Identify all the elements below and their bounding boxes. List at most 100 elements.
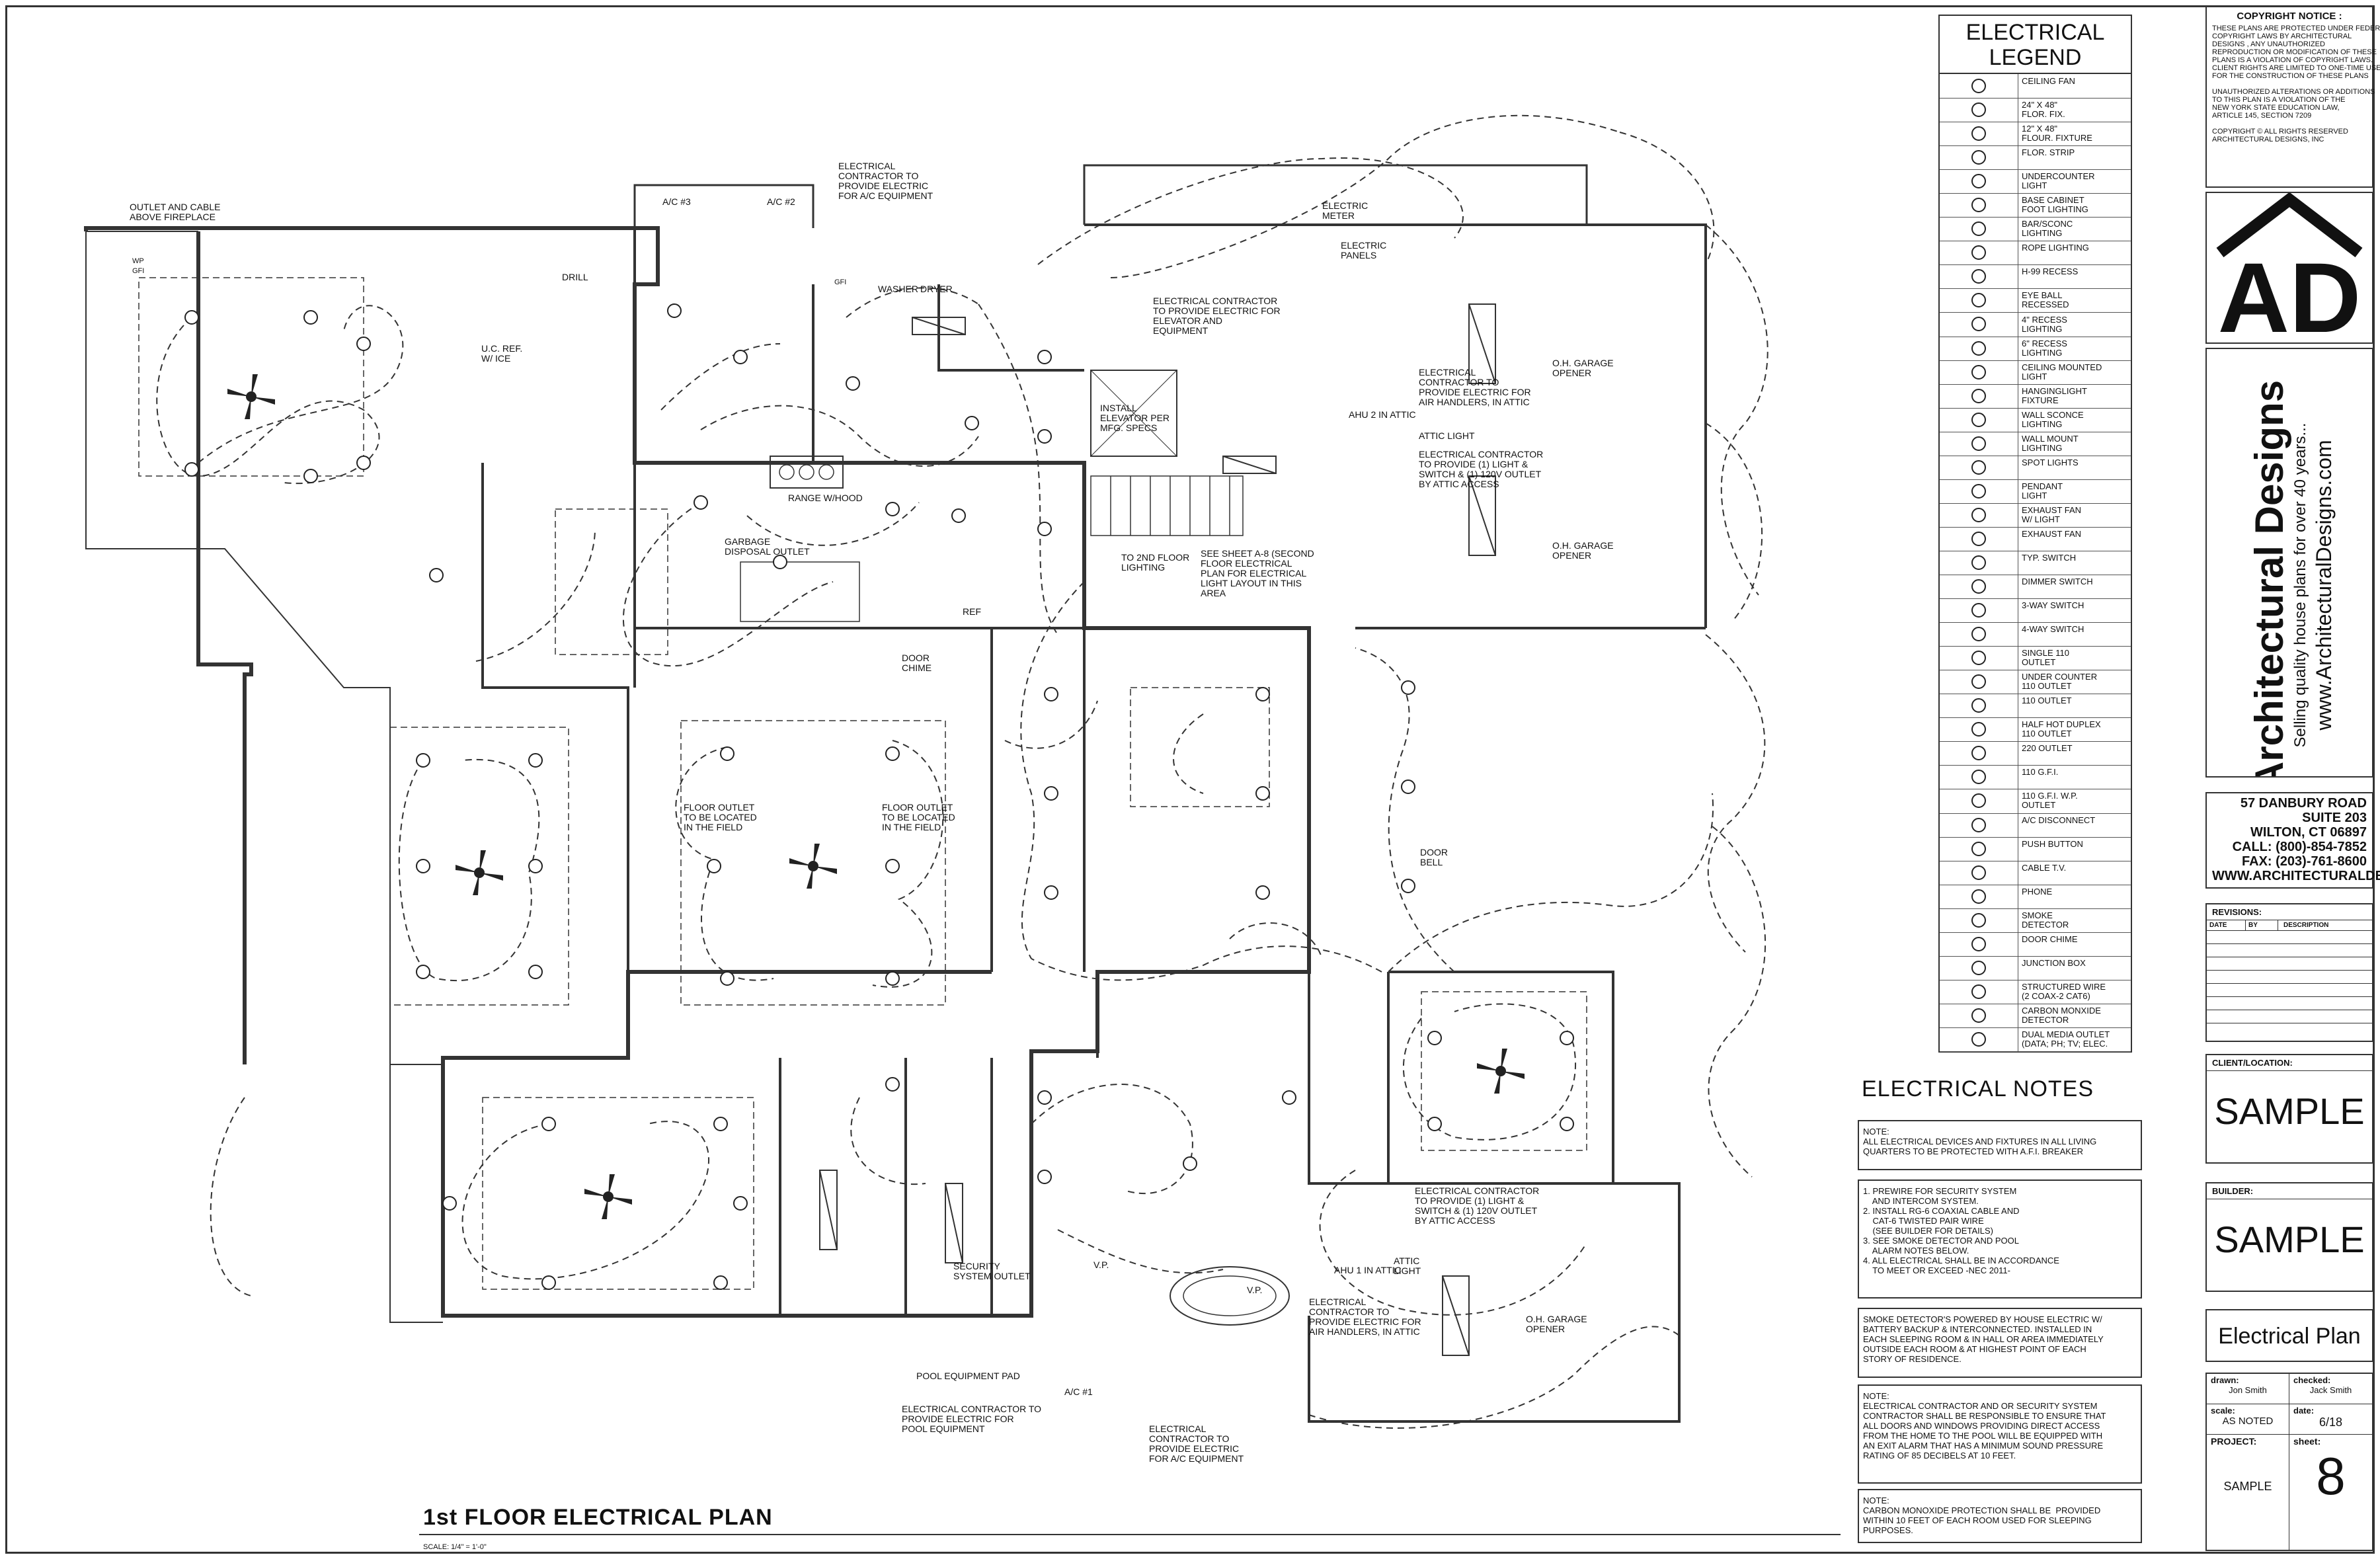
legend-item: 110 G.F.I. bbox=[1940, 765, 2131, 790]
legend-label: CABLE T.V. bbox=[2022, 862, 2067, 873]
legend-item: 12" X 48" FLOUR. FIXTURE bbox=[1940, 122, 2131, 147]
plan-label: DOOR CHIME bbox=[902, 653, 932, 673]
ceiling-mounted-symbol bbox=[1940, 360, 2018, 384]
push-button-symbol bbox=[1940, 836, 2018, 861]
legend-item: HANGINGLIGHT FIXTURE bbox=[1940, 383, 2131, 409]
ceiling-outline bbox=[482, 1097, 754, 1290]
spot-lights-symbol bbox=[1940, 455, 2018, 479]
fluor-fixture-symbol bbox=[1940, 98, 2018, 122]
date-value: 6/18 bbox=[2319, 1416, 2343, 1429]
legend-item: JUNCTION BOX bbox=[1940, 955, 2131, 980]
legend-item: H-99 RECESS bbox=[1940, 264, 2131, 290]
legend-label: EYE BALL RECESSED bbox=[2022, 290, 2069, 310]
legend-item: PENDANT LIGHT bbox=[1940, 479, 2131, 504]
plan-label: WP GFI bbox=[132, 257, 145, 275]
legend-label: DOOR CHIME bbox=[2022, 934, 2078, 944]
legend-label: 110 G.F.I. W.P. OUTLET bbox=[2022, 791, 2078, 811]
drawn-by: Jon Smith bbox=[2229, 1385, 2267, 1395]
legend-label: SINGLE 110 OUTLET bbox=[2022, 648, 2070, 668]
legend-label: WALL MOUNT LIGHTING bbox=[2022, 433, 2079, 453]
project-label: PROJECT: bbox=[2211, 1436, 2257, 1447]
wall-mount-symbol bbox=[1940, 431, 2018, 456]
legend-title: ELECTRICAL LEGEND bbox=[1940, 16, 2131, 74]
co-detector-symbol bbox=[1940, 1003, 2018, 1027]
exterior-wall bbox=[84, 226, 1311, 1318]
sheet-title-box: Electrical Plan bbox=[2205, 1309, 2373, 1362]
legend-item: EXHAUST FAN bbox=[1940, 526, 2131, 551]
ceiling-outline bbox=[1421, 991, 1587, 1151]
plan-label: WASHER bbox=[878, 284, 918, 294]
plan-label: ELECTRICAL CONTRACTOR TO PROVIDE ELECTRI… bbox=[1309, 1297, 1421, 1337]
checked-label: checked: bbox=[2293, 1375, 2331, 1385]
date-label: date: bbox=[2293, 1406, 2315, 1416]
brand-tagline: Selling quality house plans for over 40 … bbox=[2291, 422, 2309, 748]
copyright-text: THESE PLANS ARE PROTECTED UNDER FEDERAL … bbox=[2212, 24, 2380, 143]
sheet-border bbox=[5, 5, 2375, 1554]
single-110-symbol bbox=[1940, 646, 2018, 670]
legend-label: PHONE bbox=[2022, 886, 2053, 897]
hanging-light-symbol bbox=[1940, 383, 2018, 408]
under-counter-110-symbol bbox=[1940, 670, 2018, 694]
plan-label: GFI bbox=[834, 278, 847, 286]
structured-wire-symbol bbox=[1940, 979, 2018, 1004]
client-name: SAMPLE bbox=[2214, 1090, 2365, 1132]
plan-label: GARBAGE DISPOSAL OUTLET bbox=[725, 536, 810, 557]
plan-label: ELECTRIC PANELS bbox=[1341, 240, 1387, 260]
revisions-box: REVISIONS: DATE BY DESCRIPTION bbox=[2205, 903, 2373, 1042]
note-block: 1. PREWIRE FOR SECURITY SYSTEM AND INTER… bbox=[1858, 1179, 2142, 1299]
drawing-info-box: drawn: Jon Smith checked: Jack Smith sca… bbox=[2205, 1373, 2373, 1551]
exhaust-fan-light-symbol bbox=[1940, 502, 2018, 527]
legend-label: BAR/SCONC LIGHTING bbox=[2022, 219, 2073, 239]
drawing-title: 1st FLOOR ELECTRICAL PLAN bbox=[423, 1505, 773, 1530]
plan-label: TO 2nd FLOOR LIGHTING bbox=[1121, 552, 1190, 573]
legend-label: CEILING FAN bbox=[2022, 76, 2075, 87]
legend-item: UNDER COUNTER 110 OUTLET bbox=[1940, 670, 2131, 695]
legend-item: 3-WAY SWITCH bbox=[1940, 598, 2131, 623]
legend-label: HANGINGLIGHT FIXTURE bbox=[2022, 385, 2087, 405]
legend-item: CABLE T.V. bbox=[1940, 860, 2131, 885]
plan-label: ELECTRICAL CONTRACTOR TO PROVIDE (1) LIG… bbox=[1419, 449, 1544, 489]
kitchen-island bbox=[740, 561, 860, 622]
base-cabinet-symbol bbox=[1940, 193, 2018, 218]
plan-label: OUTLET AND CABLE ABOVE FIREPLACE bbox=[130, 202, 221, 222]
plan-label: A/C #2 bbox=[767, 196, 795, 207]
plan-label: A/C #1 bbox=[1064, 1386, 1093, 1397]
legend-item: 4-WAY SWITCH bbox=[1940, 622, 2131, 647]
4way-switch-symbol bbox=[1940, 622, 2018, 647]
legend-label: SPOT LIGHTS bbox=[2022, 457, 2079, 467]
legend-item: EXHAUST FAN W/ LIGHT bbox=[1940, 502, 2131, 528]
legend-item: PUSH BUTTON bbox=[1940, 836, 2131, 861]
address-box: 57 DANBURY ROAD SUITE 203 WILTON, CT 068… bbox=[2205, 792, 2380, 889]
plan-label: ELECTRICAL CONTRACTOR TO PROVIDE (1) LIG… bbox=[1415, 1185, 1540, 1226]
legend-item: STRUCTURED WIRE (2 COAX-2 CAT6) bbox=[1940, 979, 2131, 1004]
copyright-notice: COPYRIGHT NOTICE : THESE PLANS ARE PROTE… bbox=[2205, 5, 2380, 188]
recess-6-symbol bbox=[1940, 336, 2018, 360]
legend-label: 4-WAY SWITCH bbox=[2022, 624, 2084, 635]
left-porch-wall bbox=[85, 231, 443, 1323]
stairs bbox=[1090, 475, 1244, 536]
cable-tv-symbol bbox=[1940, 860, 2018, 885]
note-block: NOTE: ALL ELECTRICAL DEVICES AND FIXTURE… bbox=[1858, 1120, 2142, 1170]
plan-label: ELECTRICAL CONTRACTOR TO PROVIDE ELECTRI… bbox=[1153, 296, 1281, 336]
plan-label: DRYER bbox=[920, 284, 953, 294]
plan-label: O.H. GARAGE OPENER bbox=[1552, 358, 1614, 378]
legend-label: HALF HOT DUPLEX 110 OUTLET bbox=[2022, 719, 2101, 739]
plan-label: U.C. REF. W/ ICE bbox=[481, 343, 523, 364]
legend-label: EXHAUST FAN bbox=[2022, 528, 2082, 539]
legend-label: PENDANT LIGHT bbox=[2022, 481, 2063, 500]
plan-label: RANGE W/HOOD bbox=[788, 493, 863, 503]
rope-lighting-symbol bbox=[1940, 241, 2018, 265]
project-name: SAMPLE bbox=[2223, 1480, 2272, 1493]
checked-by: Jack Smith bbox=[2309, 1385, 2352, 1395]
notes-title: ELECTRICAL NOTES bbox=[1862, 1076, 2094, 1101]
revisions-label: REVISIONS: bbox=[2207, 904, 2372, 920]
plan-label: ELECTRICAL CONTRACTOR TO PROVIDE ELECTRI… bbox=[1419, 367, 1531, 407]
sheet-label: sheet: bbox=[2293, 1436, 2321, 1447]
legend-label: JUNCTION BOX bbox=[2022, 957, 2086, 968]
plan-label: O.H. GARAGE OPENER bbox=[1552, 540, 1614, 561]
top-wall bbox=[633, 164, 1588, 228]
right-garage-wall bbox=[1308, 628, 1681, 1423]
ceiling-outline bbox=[138, 277, 364, 477]
legend-label: 6" RECESS LIGHTING bbox=[2022, 338, 2067, 358]
legend-item: EYE BALL RECESSED bbox=[1940, 288, 2131, 313]
